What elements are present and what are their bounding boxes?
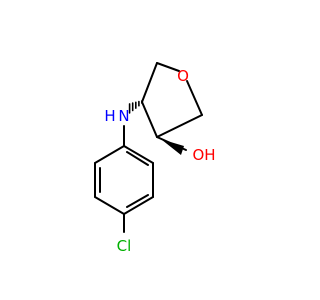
bond-ar-double-2 <box>126 194 149 208</box>
bond-ar-double-1 <box>126 151 149 166</box>
hashed-wedge-bond <box>128 99 143 114</box>
bond-c3-c2 <box>141 62 158 103</box>
bond-c4-c3 <box>141 101 158 138</box>
chemical-structure-diagram: O N H OH Cl <box>94 62 216 255</box>
bond-c2-o <box>156 62 180 72</box>
solid-wedge-bond <box>157 136 184 155</box>
chlorine-label: Cl <box>117 237 132 255</box>
bond-o-c5 <box>186 80 203 116</box>
bond-ar-4 <box>94 196 125 215</box>
bond-ar-1 <box>123 145 154 164</box>
bond-lines <box>94 62 203 233</box>
bond-c5-c4 <box>156 114 203 138</box>
bond-ar-3 <box>123 196 154 215</box>
ring-oxygen-label: O <box>177 67 189 85</box>
amine-hydrogen-label: H <box>104 107 115 125</box>
bond-ar-6 <box>94 145 125 164</box>
amine-nitrogen-label: N <box>118 107 129 125</box>
hydroxyl-label: OH <box>192 146 215 164</box>
